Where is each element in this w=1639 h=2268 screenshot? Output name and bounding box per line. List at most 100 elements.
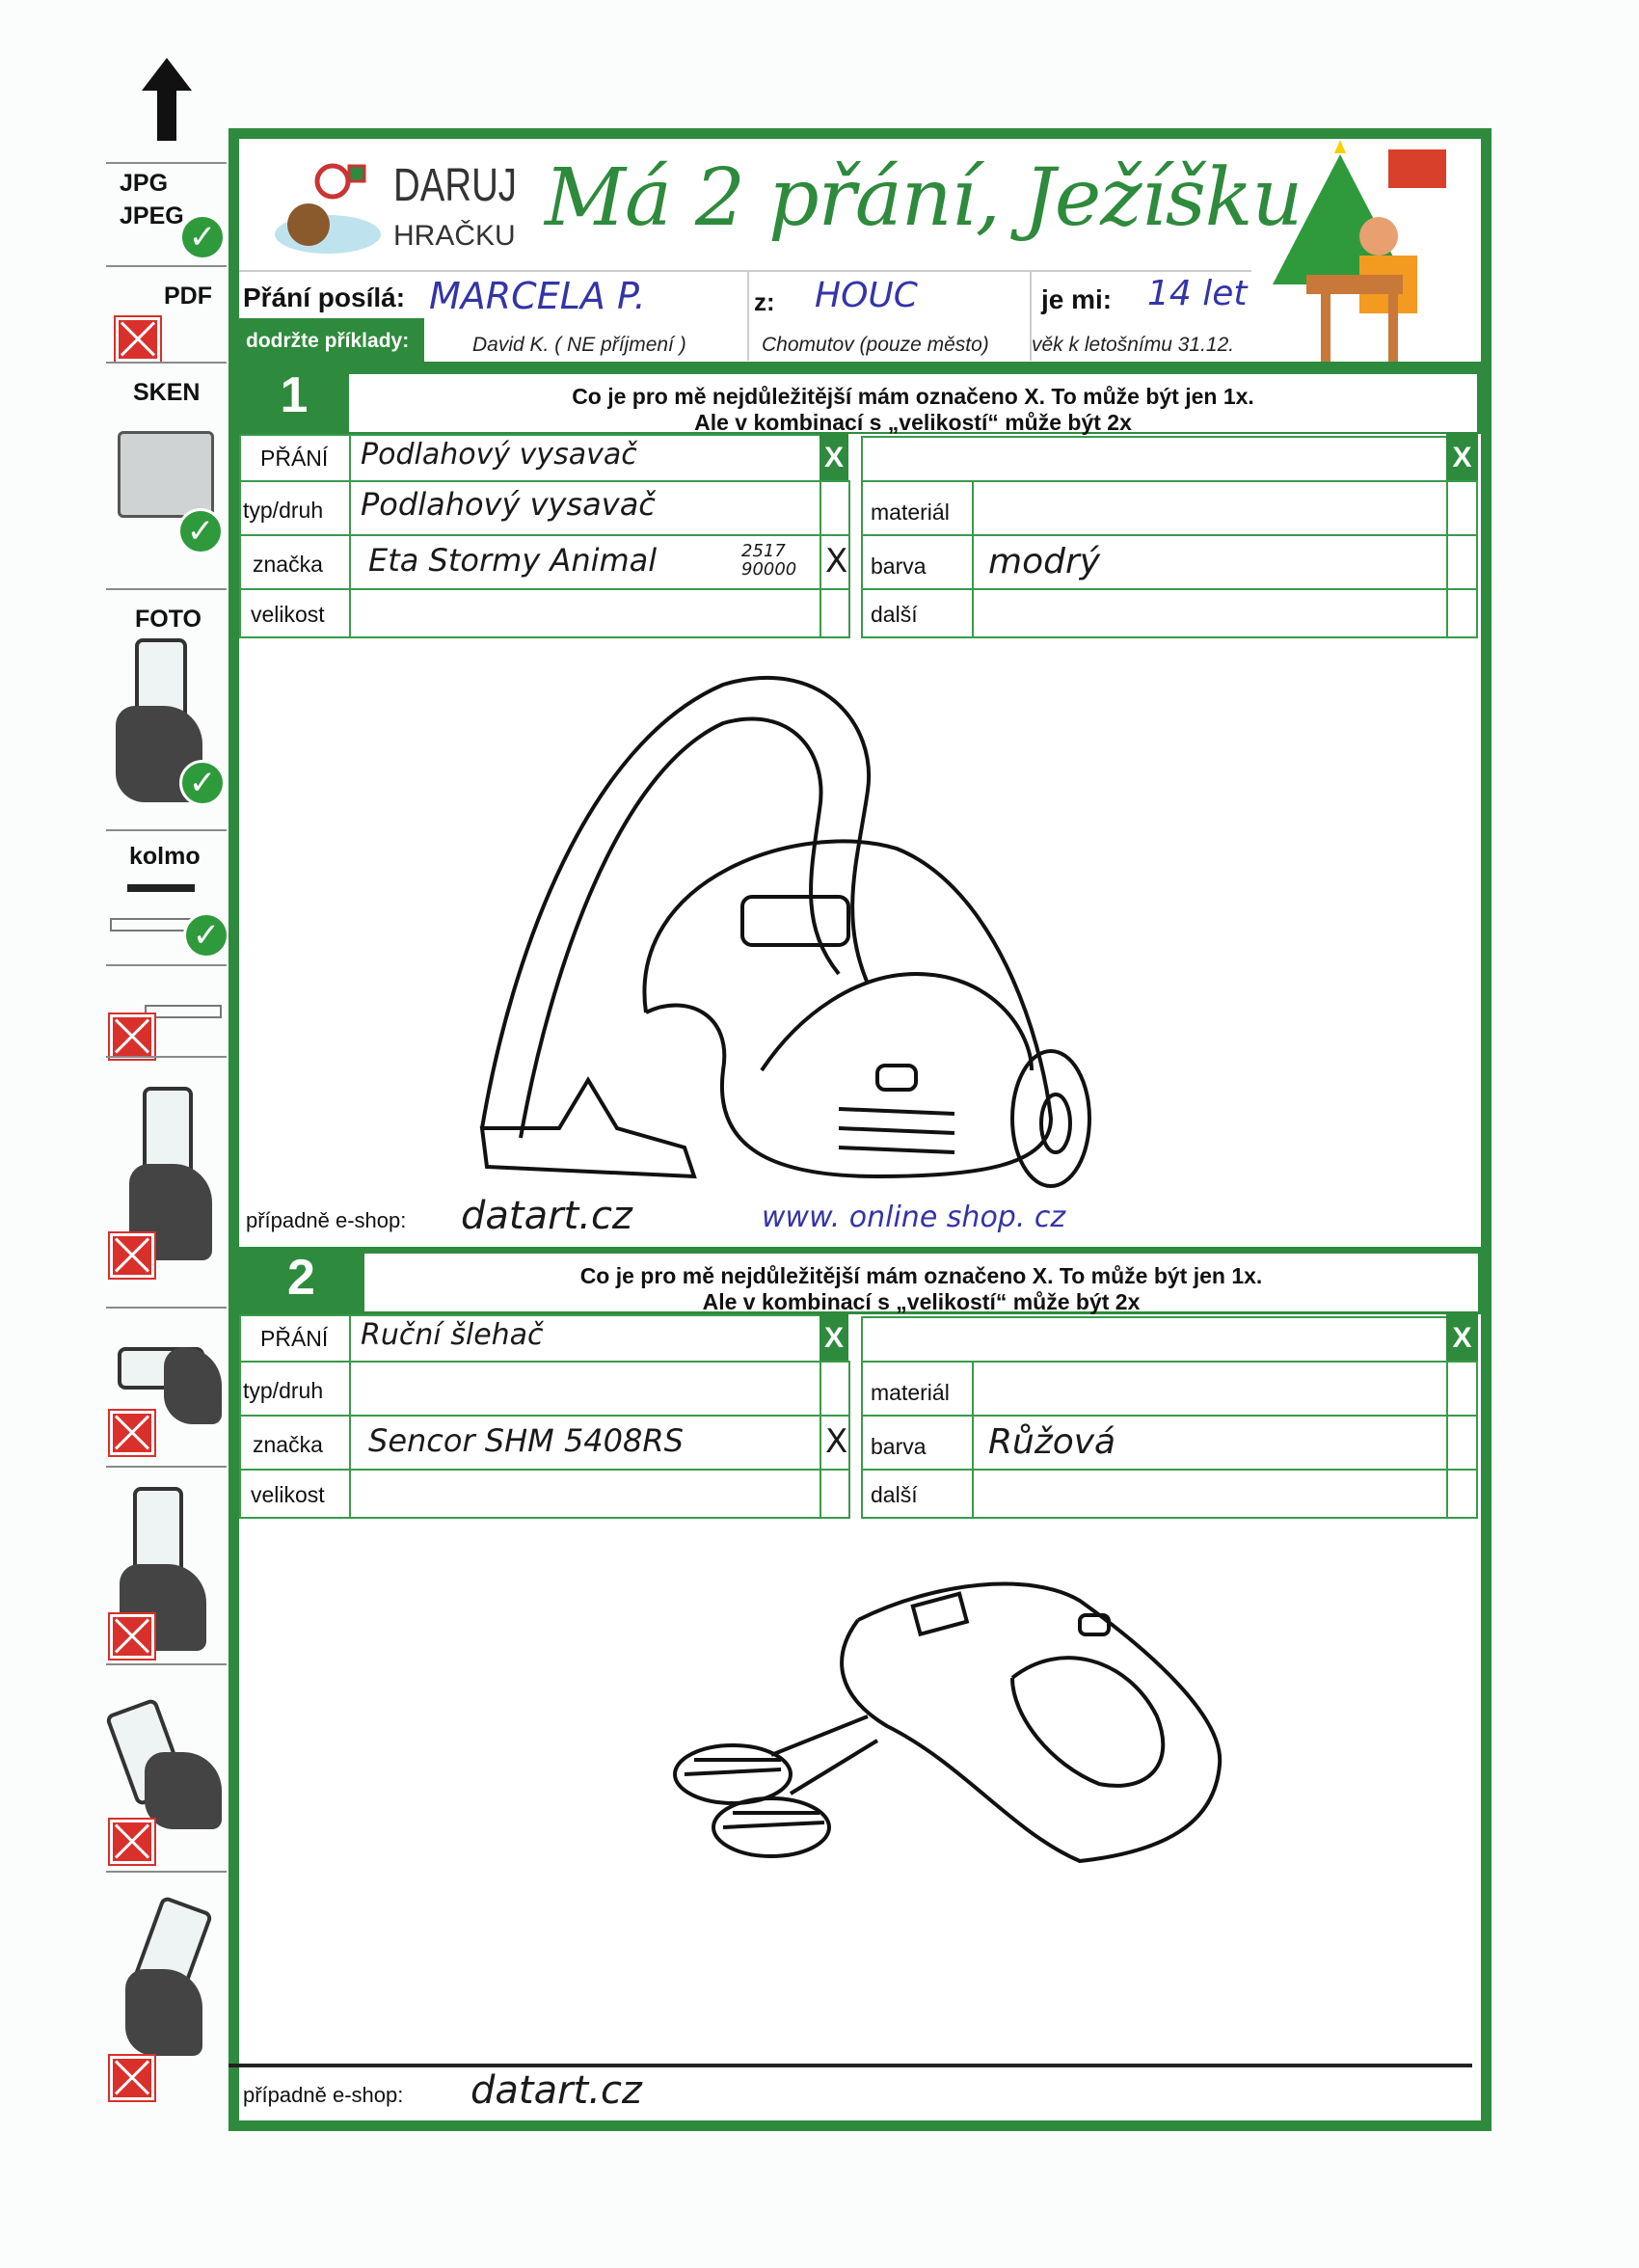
section-instructions: Co je pro mě nejdůležitější mám označeno… <box>364 1254 1478 1314</box>
znacka-label: značka <box>253 552 323 577</box>
phone-icon <box>135 638 187 744</box>
red-cross-icon <box>108 1012 156 1061</box>
hand-icon <box>125 1969 202 2056</box>
velikost-field[interactable] <box>349 1469 821 1519</box>
example-name: David K. ( NE příjmení ) <box>472 334 686 356</box>
sidebar-bad-example <box>104 1663 227 1871</box>
sidebar-bad-example <box>106 964 227 1061</box>
up-arrow-icon <box>142 58 192 141</box>
red-cross-icon <box>114 315 162 364</box>
red-cross-icon <box>108 1818 156 1866</box>
hand-icon <box>145 1752 222 1829</box>
x-mark: X <box>825 1422 848 1461</box>
prani-value: Ruční šlehač <box>361 1318 544 1352</box>
hand-mixer-drawing <box>673 1581 1223 1864</box>
znacka-value: Eta Stormy Animal <box>368 542 658 579</box>
jpg-label: JPG <box>120 170 169 197</box>
sidebar-item-sken: SKEN ✓ <box>106 362 227 588</box>
typ-x-box[interactable] <box>820 480 850 536</box>
check-icon: ✓ <box>179 214 226 260</box>
znacka-label: značka <box>253 1432 323 1457</box>
prani-label-cell: PŘÁNÍ <box>239 1314 351 1363</box>
red-cross-icon <box>108 2054 156 2102</box>
from-value: HOUC <box>815 276 918 315</box>
jpeg-label: JPEG <box>120 202 184 230</box>
barva-field[interactable]: modrý <box>972 534 1448 590</box>
eshop-hint: www. online shop. cz <box>762 1201 1066 1234</box>
section-number: 2 <box>287 1250 315 1306</box>
typ-value: Podlahový vysavač <box>361 486 656 523</box>
znacka-value: Sencor SHM 5408RS <box>368 1422 684 1459</box>
check-icon: ✓ <box>177 508 224 554</box>
prani-field[interactable]: Ruční šlehač <box>349 1314 821 1363</box>
sender-label: Přání posílá: <box>243 283 406 312</box>
santa-logo-icon <box>275 163 381 254</box>
eshop-value[interactable]: datart.cz <box>470 2068 642 2113</box>
christmas-tree-child-icon <box>1273 140 1446 362</box>
sidebar-bad-example <box>106 1307 227 1466</box>
age-value: 14 let <box>1147 274 1248 313</box>
prani-label-cell: PŘÁNÍ <box>239 434 351 482</box>
red-cross-icon <box>108 1409 156 1457</box>
instruction-line: Ale v kombinací s „velikostí“ může být 2… <box>694 410 1132 435</box>
dalsi-field[interactable] <box>972 1469 1448 1519</box>
velikost-x-box[interactable] <box>820 588 850 638</box>
typ-field[interactable] <box>349 1361 821 1417</box>
eshop-value[interactable]: datart.cz <box>461 1194 632 1238</box>
x-marker-left: X <box>820 434 848 482</box>
example-age: věk k letošnímu 31.12. <box>1032 334 1235 356</box>
kolmo-label: kolmo <box>129 843 201 870</box>
sken-label: SKEN <box>133 379 201 406</box>
logo-hracku: HRAČKU <box>393 220 516 252</box>
material-x-box[interactable] <box>1446 1361 1478 1417</box>
typ-field[interactable]: Podlahový vysavač <box>349 480 821 536</box>
dalsi-x-box[interactable] <box>1446 588 1478 638</box>
barva-label: barva <box>871 554 927 579</box>
check-icon: ✓ <box>183 912 229 958</box>
znacka-code: 2517 90000 <box>741 541 797 580</box>
x-marker-left: X <box>820 1314 848 1363</box>
znacka-field[interactable]: Eta Stormy Animal 2517 90000 <box>349 534 821 590</box>
eshop-label: případně e-shop: <box>246 1208 407 1232</box>
red-cross-icon <box>108 1612 156 1660</box>
sidebar-bad-example <box>106 1056 227 1307</box>
instruction-line: Co je pro mě nejdůležitější mám označeno… <box>579 1263 1263 1288</box>
material-x-box[interactable] <box>1446 480 1478 536</box>
example-city: Chomutov (pouze město) <box>762 334 989 356</box>
x-mark: X <box>825 542 848 580</box>
instruction-line: Co je pro mě nejdůležitější mám označeno… <box>572 384 1254 409</box>
eshop-label: případně e-shop: <box>243 2083 404 2107</box>
prani-field[interactable]: Podlahový vysavač <box>349 434 821 482</box>
velikost-label: velikost <box>251 1482 325 1507</box>
instruction-line: Ale v kombinací s „velikostí“ může být 2… <box>702 1289 1141 1314</box>
barva-field[interactable]: Růžová <box>972 1415 1448 1471</box>
prani-right-field[interactable] <box>861 1316 1449 1363</box>
perpendicular-icon <box>127 884 195 892</box>
check-icon: ✓ <box>179 760 226 806</box>
pdf-label: PDF <box>164 283 212 310</box>
dalsi-field[interactable] <box>972 588 1448 638</box>
material-field[interactable] <box>972 1361 1448 1417</box>
barva-x-box[interactable] <box>1446 1415 1478 1471</box>
velikost-field[interactable] <box>349 588 821 638</box>
barva-x-box[interactable] <box>1446 534 1478 590</box>
znacka-field[interactable]: Sencor SHM 5408RS <box>349 1415 821 1471</box>
znacka-x-box[interactable]: X <box>820 534 850 590</box>
x-marker-right: X <box>1446 1314 1478 1363</box>
prani-right-field[interactable] <box>861 436 1449 482</box>
material-field[interactable] <box>972 480 1448 536</box>
velikost-x-box[interactable] <box>820 1469 850 1519</box>
barva-value: Růžová <box>988 1422 1116 1462</box>
sender-value: MARCELA P. <box>429 275 646 317</box>
znacka-x-box[interactable]: X <box>820 1415 850 1471</box>
typ-label: typ/druh <box>243 1378 324 1403</box>
sidebar-bad-example <box>106 1466 227 1663</box>
dalsi-x-box[interactable] <box>1446 1469 1478 1519</box>
sidebar-item-foto: FOTO ✓ <box>106 588 227 829</box>
sidebar-item-jpg: JPG JPEG ✓ <box>106 162 227 265</box>
section-instructions: Co je pro mě nejdůležitější mám označeno… <box>349 374 1477 435</box>
prani-value: Podlahový vysavač <box>361 438 637 472</box>
typ-x-box[interactable] <box>820 1361 850 1417</box>
red-cross-icon <box>108 1231 156 1280</box>
barva-value: modrý <box>988 542 1101 581</box>
